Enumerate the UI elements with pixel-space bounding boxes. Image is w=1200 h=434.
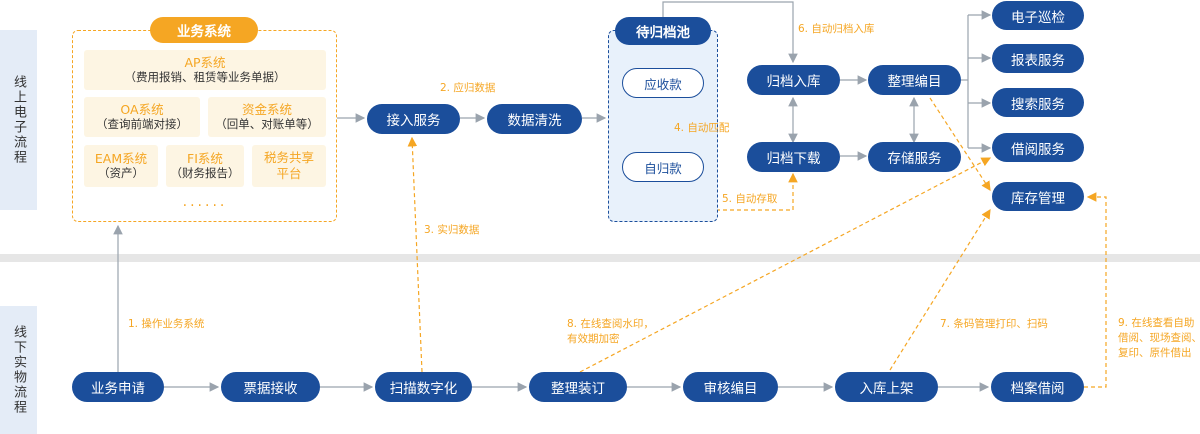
lane-online-label: 线上电子流程 — [11, 75, 26, 165]
step-8-label-line1: 8. 在线查阅水印， — [567, 318, 654, 330]
lane-separator — [0, 254, 1200, 262]
step-4-label: 4. 自动匹配 — [674, 122, 730, 134]
fund-system-name: 资金系统 — [241, 102, 292, 117]
shelve-node[interactable]: 入库上架 — [835, 372, 938, 402]
step-1-label: 1. 操作业务系统 — [128, 318, 205, 330]
edge-borrow-inventory — [1084, 192, 1107, 388]
storage-service-node[interactable]: 存储服务 — [868, 142, 961, 172]
step-9-label-line1: 9. 在线查看自助 — [1118, 317, 1195, 329]
lane-online: 线上电子流程 — [0, 30, 37, 210]
search-service-node[interactable]: 搜索服务 — [992, 88, 1084, 117]
business-system-title: 业务系统 — [150, 17, 258, 43]
step-3-label: 3. 实归数据 — [424, 224, 480, 236]
step-6-label: 6. 自动归档入库 — [798, 23, 875, 35]
fi-system-tile: FI系统 （财务报告） — [166, 145, 244, 187]
inventory-management-node[interactable]: 库存管理 — [992, 182, 1084, 211]
fi-system-name: FI系统 — [187, 151, 223, 166]
edge-pool-archive-in — [662, 1, 798, 64]
ap-system-tile: AP系统 （费用报销、租赁等业务单据） — [84, 50, 326, 90]
eam-system-desc: （资产） — [98, 166, 144, 180]
tax-platform-tile: 税务共享平台 — [252, 145, 326, 187]
edge-scan-access — [407, 136, 423, 373]
pending-archive-pool-title: 待归档池 — [615, 17, 711, 45]
data-cleaning-node[interactable]: 数据清洗 — [487, 104, 582, 134]
scan-digitize-node[interactable]: 扫描数字化 — [375, 372, 472, 402]
step-8-label-line2: 有效期加密 — [567, 333, 620, 345]
e-inspection-node[interactable]: 电子巡检 — [992, 1, 1084, 30]
edge-binding-borrowservice — [579, 157, 992, 373]
binding-node[interactable]: 整理装订 — [529, 372, 627, 402]
ap-system-desc: （费用报销、租赁等业务单据） — [124, 70, 286, 84]
tax-platform-name: 税务共享平台 — [263, 150, 314, 181]
edge-self-archivedown — [662, 172, 798, 211]
fund-system-tile: 资金系统 （回单、对账单等） — [208, 97, 326, 137]
step-7-label: 7. 条码管理打印、扫码 — [940, 318, 1048, 330]
review-catalog-node[interactable]: 审核编目 — [683, 372, 778, 402]
archive-download-node[interactable]: 归档下载 — [747, 142, 840, 172]
receivable-node[interactable]: 应收款 — [622, 68, 704, 98]
oa-system-tile: OA系统 （查询前端对接） — [84, 97, 200, 137]
archive-borrow-node[interactable]: 档案借阅 — [991, 372, 1084, 402]
oa-system-name: OA系统 — [120, 102, 164, 117]
fund-system-desc: （回单、对账单等） — [215, 117, 319, 131]
lane-offline: 线下实物流程 — [0, 306, 37, 434]
pending-archive-pool — [608, 30, 718, 222]
archive-in-node[interactable]: 归档入库 — [747, 65, 840, 95]
more-systems-ellipsis: ······ — [182, 198, 228, 214]
borrow-service-node[interactable]: 借阅服务 — [992, 133, 1084, 162]
self-archive-node[interactable]: 自归款 — [622, 152, 704, 182]
edge-shelve-inventory — [889, 208, 991, 371]
lane-offline-label: 线下实物流程 — [11, 325, 26, 415]
ap-system-name: AP系统 — [184, 55, 226, 70]
receipt-receive-node[interactable]: 票据接收 — [221, 372, 320, 402]
step-2-label: 2. 应归数据 — [440, 82, 496, 94]
fi-system-desc: （财务报告） — [170, 166, 240, 180]
oa-system-desc: （查询前端对接） — [96, 117, 188, 131]
report-service-node[interactable]: 报表服务 — [992, 44, 1084, 73]
eam-system-name: EAM系统 — [94, 151, 148, 166]
step-5-label: 5. 自动存取 — [722, 193, 778, 205]
step-9-label-line3: 复印、原件借出 — [1118, 347, 1192, 359]
access-service-node[interactable]: 接入服务 — [367, 104, 460, 134]
edge-catalog-inventory — [929, 97, 991, 192]
step-9-label-line2: 借阅、现场查阅、 — [1118, 332, 1200, 344]
business-apply-node[interactable]: 业务申请 — [72, 372, 164, 402]
eam-system-tile: EAM系统 （资产） — [84, 145, 158, 187]
catalog-node[interactable]: 整理编目 — [868, 65, 961, 95]
